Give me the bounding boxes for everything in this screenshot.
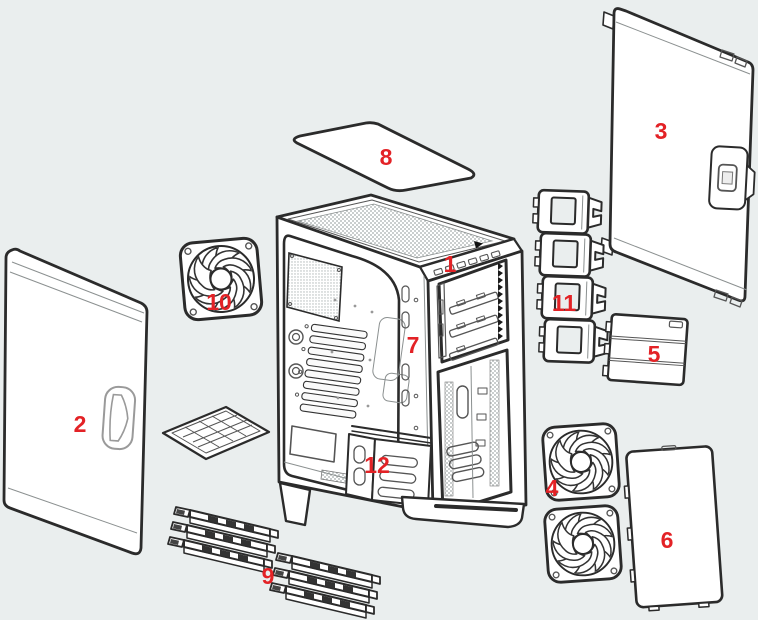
front-lower-opening: [436, 348, 513, 515]
part-hdd-cage: [345, 425, 432, 507]
chassis-front-face: [426, 249, 528, 515]
part-label-8: 8: [380, 144, 393, 170]
part-label-2: 2: [74, 411, 87, 437]
left-panel-handle: [101, 385, 137, 451]
part-label-11: 11: [552, 290, 577, 316]
part-top-cover: [292, 121, 476, 193]
watercooling-grommets: [288, 329, 304, 379]
part-label-9: 9: [262, 563, 275, 589]
case-feet: [278, 481, 526, 529]
callouts: 1 2 3 4 5 6 7 8 9 10 11 12: [74, 118, 674, 589]
part-bottom-dust-filter: [161, 405, 271, 461]
part-label-10: 10: [206, 289, 232, 315]
part-right-side-panel: [600, 7, 756, 308]
front-frame-details: [401, 285, 419, 463]
part-label-1: 1: [444, 251, 457, 277]
part-label-6: 6: [661, 527, 674, 553]
part-label-7: 7: [407, 332, 420, 358]
part-left-side-panel: [2, 247, 149, 556]
part-label-5: 5: [648, 341, 661, 367]
rear-fan-mount-mesh: [286, 251, 343, 323]
odd-bay-opening: [436, 258, 510, 364]
part-label-4: 4: [546, 475, 559, 501]
right-panel-latch: [708, 145, 756, 211]
expansion-slots: [294, 323, 368, 419]
part-front-lower-panel: [623, 445, 724, 612]
part-label-12: 12: [364, 452, 390, 478]
top-mesh: [296, 203, 494, 259]
part-label-3: 3: [655, 118, 668, 144]
part-drive-bay-cover: [601, 312, 689, 387]
part-chassis: [275, 193, 528, 529]
